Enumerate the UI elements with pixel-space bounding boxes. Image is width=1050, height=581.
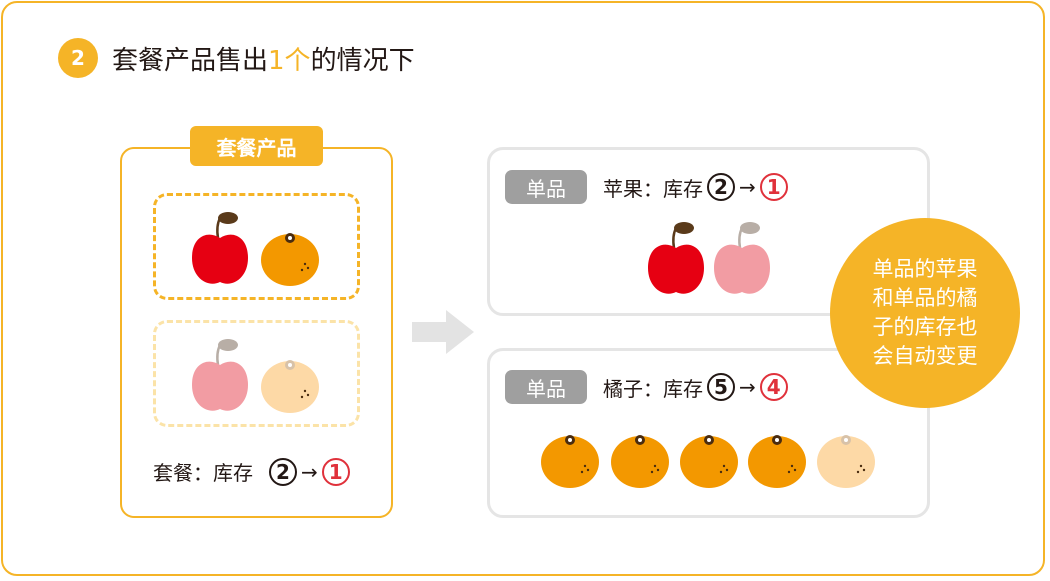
arrow: →: [739, 375, 756, 399]
arrow: →: [301, 459, 318, 484]
orange-stock-label: 橘子：库存: [603, 376, 703, 401]
single-tag: 单品: [505, 370, 587, 404]
stock-from: 5: [707, 373, 735, 401]
apple-stock-label: 苹果：库存: [603, 176, 703, 201]
right-arrow-icon: [412, 310, 474, 354]
page-title: 套餐产品售出1个的情况下: [112, 40, 415, 77]
stock-from: 2: [707, 173, 735, 201]
apple-icon: [646, 218, 706, 298]
title-pre: 套餐产品售出: [112, 46, 269, 76]
set-stock-label: 套餐：库存: [153, 461, 253, 485]
stock-to: 1: [759, 173, 788, 201]
note-bubble: 单品的苹果和单品的橘子的库存也会自动变更: [830, 218, 1020, 408]
stock-to: 1: [321, 457, 350, 486]
orange-icon: [610, 430, 670, 490]
set-sold-box: [153, 320, 360, 427]
orange-icon: [260, 228, 320, 288]
title-highlight: 1个: [268, 46, 311, 76]
arrow: →: [739, 175, 756, 199]
orange-icon: [540, 430, 600, 490]
stock-from: 2: [269, 457, 297, 486]
note-line: 子的库存也: [872, 315, 978, 339]
apple-icon: [190, 208, 250, 288]
note-line: 和单品的橘: [872, 286, 978, 310]
note-line: 单品的苹果: [872, 257, 978, 281]
apple-faded-icon: [712, 218, 772, 298]
step-number-badge: 2: [58, 38, 98, 78]
orange-icon: [679, 430, 739, 490]
single-tag: 单品: [505, 170, 587, 204]
set-stock-caption: 套餐：库存 2→1: [153, 457, 350, 486]
title-post: 的情况下: [310, 46, 415, 76]
orange-faded-icon: [260, 355, 320, 415]
apple-faded-icon: [190, 335, 250, 415]
orange-icon: [747, 430, 807, 490]
orange-faded-icon: [816, 430, 876, 490]
orange-single-box: [487, 348, 930, 518]
stock-to: 4: [759, 373, 788, 401]
note-line: 会自动变更: [872, 344, 978, 368]
set-current-box: [153, 193, 360, 300]
set-product-label: 套餐产品: [190, 126, 323, 166]
